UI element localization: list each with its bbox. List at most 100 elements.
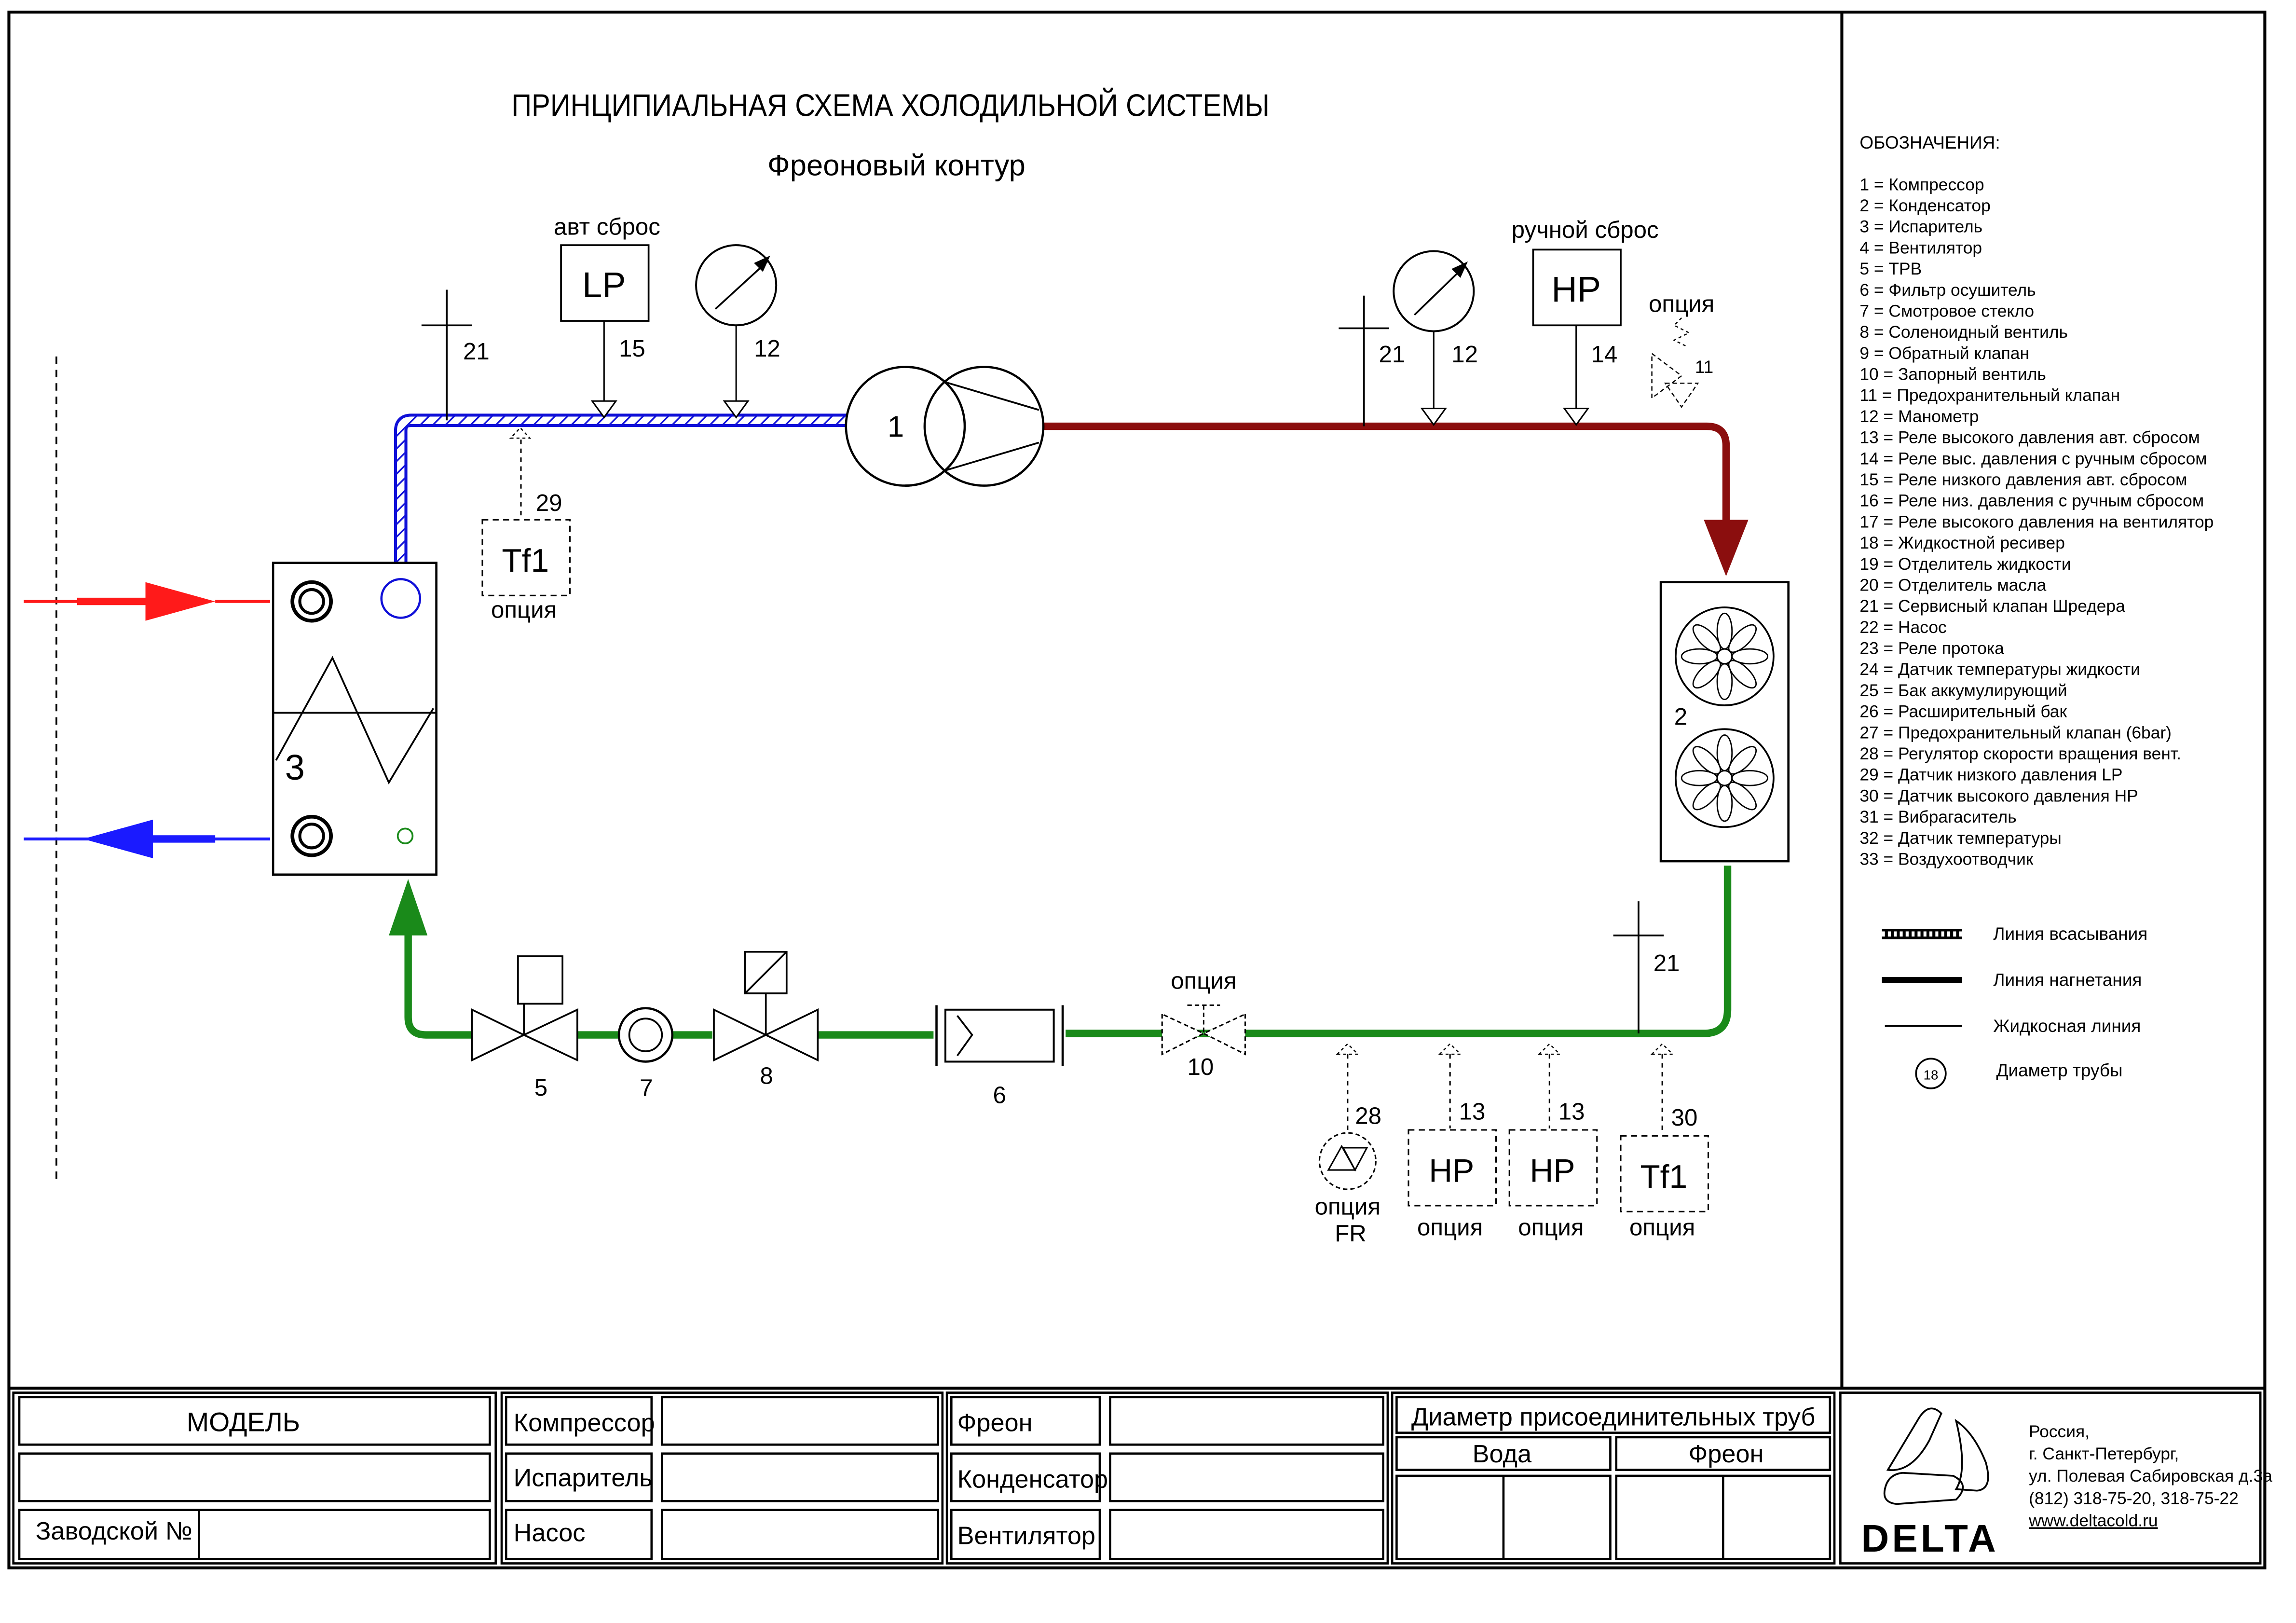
svg-text:29: 29 (536, 490, 562, 516)
model-label: МОДЕЛЬ (187, 1407, 300, 1437)
liquid-line (389, 866, 1732, 1039)
legend-item: 13 = Реле высокого давления авт. сбросом (1859, 428, 2200, 447)
legend-item: 31 = Вибрагаситель (1859, 808, 2016, 826)
label-2: 2 (1674, 703, 1687, 730)
freon-col-label: Фреон (1689, 1440, 1764, 1468)
svg-text:10: 10 (1188, 1054, 1214, 1080)
legend-item: 11 = Предохранительный клапан (1859, 386, 2120, 405)
svg-text:8: 8 (760, 1063, 773, 1089)
low-pressure-switch: авт сброс LP 15 (554, 214, 660, 419)
svg-text:21: 21 (1379, 341, 1405, 368)
svg-text:опция: опция (491, 596, 557, 623)
drawing-frame (7, 10, 2267, 1569)
label-3: 3 (285, 747, 305, 787)
compressor: 1 (845, 366, 1045, 487)
legend-item: 8 = Соленоидный вентиль (1859, 323, 2068, 342)
water-label: Вода (1473, 1440, 1532, 1468)
svg-text:12: 12 (1451, 341, 1478, 368)
legend-item: 22 = Насос (1859, 618, 1946, 637)
high-pressure-switch-option-2: 13 HP опция (1508, 1043, 1598, 1240)
legend-item: 32 = Датчик температуры (1859, 829, 2061, 848)
svg-text:опция: опция (1518, 1214, 1584, 1240)
svg-text:30: 30 (1671, 1104, 1698, 1131)
water-inlet (24, 582, 270, 621)
svg-text:12: 12 (754, 335, 780, 362)
fan-icon (1675, 728, 1775, 828)
high-pressure-sensor-option: 30 Tf1 опция (1620, 1043, 1709, 1240)
legend-item: 15 = Реле низкого давления авт. сбросом (1859, 470, 2187, 489)
high-pressure-switch-manual: ручной сброс HP 14 (1512, 217, 1659, 426)
company-line-1: Россия, (2029, 1422, 2090, 1441)
svg-text:13: 13 (1459, 1098, 1486, 1125)
legend-item: 28 = Регулятор скорости вращения вент. (1859, 744, 2181, 763)
legend-item: 7 = Смотровое стекло (1859, 302, 2034, 320)
svg-text:15: 15 (619, 335, 645, 362)
legend-item: 1 = Компрессор (1859, 175, 1984, 194)
compressor-label: Компрессор (514, 1409, 655, 1437)
svg-text:FR: FR (1335, 1220, 1367, 1247)
company-logo: DELTA (1861, 1407, 1999, 1560)
legend-item: 12 = Манометр (1859, 407, 1979, 426)
liquid-arrow (389, 879, 428, 935)
legend-item: 2 = Конденсатор (1859, 196, 1990, 215)
service-valve-21-liquid: 21 (1613, 901, 1680, 1033)
legend-item: 25 = Бак аккумулирующий (1859, 681, 2067, 700)
condenser-label: Конденсатор (957, 1466, 1108, 1494)
legend-heading: ОБОЗНАЧЕНИЯ: (1859, 133, 2000, 152)
expansion-valve: 5 (471, 955, 578, 1101)
water-outlet (24, 819, 270, 858)
label-1: 1 (888, 410, 904, 443)
svg-text:7: 7 (640, 1074, 653, 1101)
company-line-2: г. Санкт-Петербург, (2029, 1444, 2179, 1463)
filter-drier: 6 (935, 1005, 1064, 1109)
legend-item: 16 = Реле низ. давления с ручным сбросом (1859, 492, 2204, 510)
serial-label: Заводской № (36, 1517, 192, 1545)
legend-item: 19 = Отделитель жидкости (1859, 555, 2071, 574)
legend: ОБОЗНАЧЕНИЯ: 1 = Компрессор 2 = Конденса… (1859, 133, 2214, 1089)
legend-suction-label: Линия всасывания (1993, 924, 2147, 944)
evaporator-label: Испаритель (514, 1464, 653, 1492)
legend-item: 6 = Фильтр осушитель (1859, 281, 2036, 300)
service-valve-21-suction: 21 (421, 289, 490, 421)
svg-text:21: 21 (463, 338, 490, 365)
svg-text:HP: HP (1530, 1153, 1575, 1189)
svg-text:опция: опция (1417, 1214, 1483, 1240)
legend-item: 14 = Реле выс. давления с ручным сбросом (1859, 449, 2207, 468)
legend-item: 18 = Жидкостной ресивер (1859, 534, 2065, 552)
legend-discharge-label: Линия нагнетания (1993, 970, 2142, 990)
legend-item: 5 = ТРВ (1859, 260, 1922, 278)
discharge-line (1043, 422, 1749, 577)
legend-item: 26 = Расширительный бак (1859, 702, 2067, 721)
logo-text: DELTA (1861, 1517, 1999, 1560)
pressure-gauge-suction: 12 (695, 244, 780, 419)
fan-icon (1675, 606, 1775, 706)
high-pressure-switch-option-1: 13 HP опция (1408, 1043, 1497, 1240)
condenser: 2 (1659, 581, 1790, 863)
auto-reset-label: авт сброс (554, 214, 660, 240)
evaporator: 3 (272, 562, 437, 876)
legend-item: 30 = Датчик высокого давления HP (1859, 786, 2138, 805)
svg-text:Tf1: Tf1 (1640, 1159, 1687, 1195)
freon-label: Фреон (957, 1409, 1033, 1437)
legend-item: 17 = Реле высокого давления на вентилято… (1859, 512, 2214, 531)
svg-text:опция: опция (1315, 1193, 1380, 1220)
manual-reset-label: ручной сброс (1512, 217, 1659, 243)
svg-text:Tf1: Tf1 (502, 543, 549, 579)
svg-text:опция: опция (1629, 1214, 1695, 1240)
legend-diameter-label: Диаметр трубы (1996, 1060, 2122, 1080)
pump-label: Насос (514, 1519, 586, 1547)
svg-text:опция: опция (1171, 968, 1236, 994)
legend-item: 20 = Отделитель масла (1859, 576, 2046, 594)
svg-text:6: 6 (993, 1082, 1006, 1109)
svg-text:13: 13 (1558, 1098, 1585, 1125)
legend-item: 4 = Вентилятор (1859, 238, 1982, 257)
svg-text:LP: LP (582, 265, 626, 305)
company-website[interactable]: www.deltacold.ru (2028, 1512, 2158, 1530)
legend-item: 10 = Запорный вентиль (1859, 365, 2046, 384)
title-block (12, 1391, 2262, 1565)
safety-valve-option: опция 11 (1649, 291, 1714, 408)
svg-text:HP: HP (1429, 1153, 1474, 1189)
fan-label: Вентилятор (957, 1522, 1095, 1550)
company-line-3: ул. Полевая Сабировская д.3а (2029, 1467, 2272, 1485)
